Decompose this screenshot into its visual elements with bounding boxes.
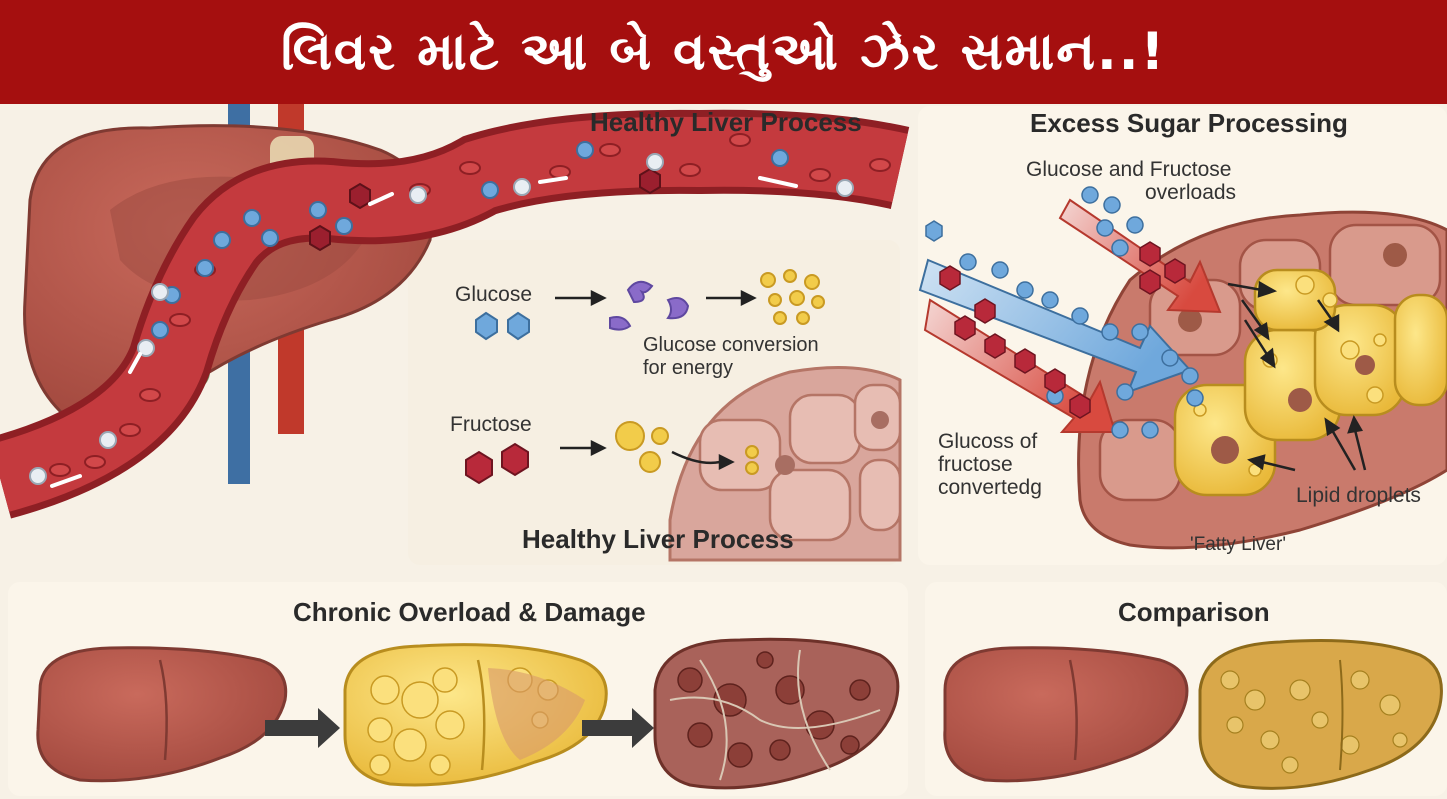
healthy-inset-title: Healthy Liver Process [522,524,794,554]
overload-label-line1: Glucose and Fructose [1026,158,1232,181]
comparison-livers [943,639,1443,790]
comparison-title: Comparison [1118,597,1270,627]
blood-vessel [0,116,908,512]
lipid-droplets-label: Lipid droplets [1296,484,1421,507]
converted-label-line3: convertedg [938,476,1042,499]
converted-label-line2: fructose [938,453,1013,476]
converted-label-line1: Glucoss of [938,430,1038,453]
healthy-top-title: Healthy Liver Process [590,107,862,137]
liver-healthy [36,646,288,783]
fatty-liver-label: 'Fatty Liver' [1190,534,1286,555]
healthy-inset-illustration [465,269,902,562]
excess-sugar-illustration [918,186,1447,550]
chronic-livers [36,637,900,790]
fructose-label: Fructose [450,413,532,436]
progress-arrow-1 [265,708,340,748]
liver-cirrhotic [653,637,900,790]
title-banner: લિવર માટે આ બે વસ્તુઓ ઝેર સમાન..! [0,0,1447,104]
excess-sugar-title: Excess Sugar Processing [1030,108,1348,138]
comparison-liver-healthy [943,646,1189,783]
banner-title: લિવર માટે આ બે વસ્તુઓ ઝેર સમાન..! [280,21,1167,82]
healthy-liver-illustration [0,104,910,519]
progress-arrow-2 [582,708,654,748]
glucose-caption-line2: for energy [643,357,734,379]
glucose-label: Glucose [455,283,533,306]
overload-label-line2: overloads [1145,181,1237,204]
glucose-caption-line1: Glucose conversion [643,334,819,356]
chronic-title: Chronic Overload & Damage [293,597,646,627]
